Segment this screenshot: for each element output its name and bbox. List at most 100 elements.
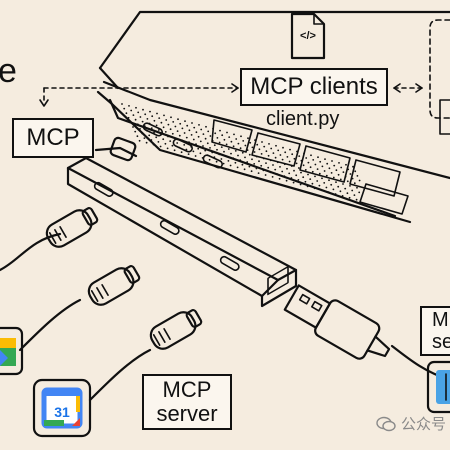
grille-dot [277, 149, 280, 152]
grille-dot [334, 193, 337, 195]
grille-dot [193, 126, 196, 129]
grille-dot [156, 112, 158, 115]
grille-dot [288, 172, 291, 175]
grille-dot [253, 151, 256, 153]
grille-dot [181, 127, 184, 130]
grille-dot [232, 157, 235, 160]
grille-dot [241, 151, 244, 154]
grille-dot [276, 173, 279, 176]
grille-dot [293, 157, 296, 160]
grille-dot [166, 147, 169, 150]
grille-dot [160, 121, 163, 124]
grille-dot [349, 173, 352, 175]
grille-dot [199, 152, 202, 155]
grille-dot [178, 134, 181, 137]
grille-dot [255, 155, 258, 158]
grille-dot [248, 165, 251, 168]
grille-dot [136, 135, 139, 138]
grille-dot [192, 138, 195, 141]
server-cable [88, 348, 152, 402]
grille-dot [246, 149, 249, 152]
wechat-icon [376, 416, 396, 431]
grille-dot [130, 109, 133, 112]
mcp-clients-label: MCP clients [240, 68, 388, 106]
right-server-label: M se [420, 306, 450, 356]
usb-hub-port [267, 265, 289, 296]
grille-dot [138, 139, 141, 142]
grille-dot [328, 167, 331, 170]
keyboard-key [211, 119, 253, 153]
grille-dot [239, 147, 242, 150]
grille-dot [137, 111, 140, 114]
grille-dot [290, 165, 293, 168]
client-file-name: client.py [266, 108, 340, 130]
grille-dot [270, 147, 273, 150]
grille-dot [244, 156, 246, 159]
mcp-server-label: MCP server [142, 374, 232, 430]
left-heading-fragment: e [0, 52, 17, 90]
grille-dot [188, 129, 191, 132]
grille-dot [342, 183, 344, 185]
grille-dot [325, 174, 328, 177]
grille-dot [250, 170, 253, 173]
usb-hub-top [66, 156, 298, 282]
grille-dot [332, 188, 335, 191]
grille-dot [297, 167, 300, 169]
grille-dot [274, 156, 277, 159]
grille-dot [211, 151, 214, 154]
grille-dot [279, 166, 281, 168]
laptop-port [202, 154, 223, 169]
grille-dot [295, 174, 298, 177]
grille-dot [186, 124, 189, 127]
grille-dot [327, 191, 330, 194]
grille-dot [328, 179, 330, 182]
watermark: 公众号 [376, 413, 446, 434]
grille-dot [149, 110, 151, 113]
grille-dot [300, 171, 302, 174]
watermark-text: 公众号 [400, 416, 446, 433]
grille-dot [251, 158, 253, 161]
hub-cable [94, 146, 138, 158]
grille-dot [332, 176, 335, 179]
grille-dot [127, 116, 130, 119]
grille-dot [194, 155, 197, 157]
grille-dot [317, 156, 319, 159]
grille-dot [152, 143, 155, 146]
grille-dot [311, 170, 314, 173]
grille-dot [326, 162, 329, 165]
grille-dot [205, 125, 207, 128]
grille-dot [190, 134, 193, 136]
grille-dot [293, 169, 295, 172]
grille-dot [216, 148, 218, 151]
grille-dot [320, 189, 323, 192]
grille-dot [272, 152, 275, 155]
grille-dot [163, 114, 165, 117]
right-server-label-line1: M [432, 309, 449, 331]
grille-dot [223, 150, 225, 153]
calendar-day-number: 31 [54, 404, 70, 420]
grille-dot [314, 163, 317, 166]
arrow-head [39, 99, 49, 107]
grille-dot [211, 139, 214, 142]
grille-dot [223, 138, 226, 141]
grille-dot [198, 124, 200, 126]
grille-dot [207, 130, 210, 133]
calendar-icon: 31 [32, 378, 92, 438]
grille-dot [267, 154, 270, 157]
grille-dot [251, 146, 254, 149]
grille-dot [297, 179, 300, 181]
grille-dot [248, 153, 251, 156]
grille-dot [222, 162, 225, 165]
grille-dot [157, 141, 160, 143]
grille-dot [216, 137, 219, 139]
grille-dot [288, 160, 291, 163]
grille-dot [227, 160, 230, 162]
grille-dot [237, 154, 239, 157]
grille-dot [262, 169, 265, 172]
grille-dot [247, 137, 249, 140]
laptop-base-front [96, 90, 412, 224]
grille-dot [324, 158, 326, 161]
grille-dot [139, 127, 141, 130]
